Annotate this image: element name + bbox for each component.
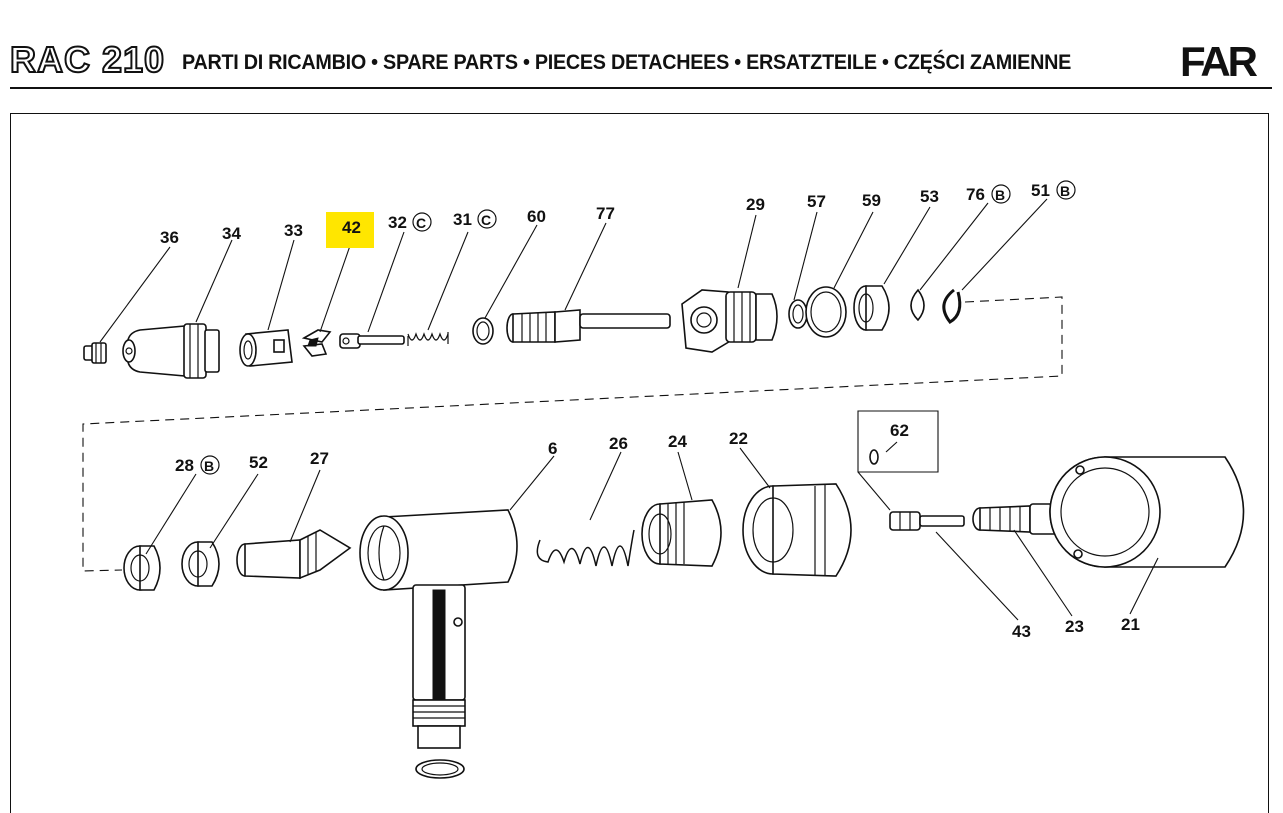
- callout-51-circle: [1056, 180, 1076, 200]
- callout-28-circle: [200, 455, 220, 475]
- part-60-o-ring: [472, 317, 494, 345]
- part-24-guide: [641, 499, 722, 567]
- callout-24: 24: [668, 432, 687, 451]
- part-29-cylinder-head: [681, 289, 778, 353]
- callout-53: 53: [920, 187, 939, 206]
- model-name: RAC 210: [9, 39, 166, 81]
- leader-lines: [99, 198, 1159, 621]
- part-57-o-ring: [788, 299, 808, 329]
- callout-6: 6: [548, 439, 557, 458]
- callout-42: 42: [342, 218, 361, 237]
- callout-51-mark: B: [1060, 183, 1070, 199]
- callout-32-mark: C: [416, 215, 426, 231]
- part-6-body: [359, 509, 518, 779]
- part-77-piston-rod: [506, 309, 671, 343]
- part-21-housing: [1049, 456, 1245, 568]
- callout-76-circle: [991, 184, 1011, 204]
- callout-21: 21: [1121, 615, 1140, 634]
- header-rule: [10, 87, 1272, 89]
- part-27-piston: [236, 529, 352, 580]
- page-header: RAC 210 PARTI DI RICAMBIO • SPARE PARTS …: [0, 0, 1283, 92]
- callout-28: 28: [175, 456, 194, 475]
- callout-59: 59: [862, 191, 881, 210]
- callout-62: 62: [890, 421, 909, 440]
- callout-76: 76: [966, 185, 985, 204]
- highlight-42: [326, 212, 374, 248]
- part-53-seal: [853, 285, 890, 331]
- callout-23: 23: [1065, 617, 1084, 636]
- callout-31-mark: C: [481, 212, 491, 228]
- part-33-jaw-case: [239, 329, 293, 367]
- callout-43: 43: [1012, 622, 1031, 641]
- callout-28-mark: B: [204, 458, 214, 474]
- callout-26: 26: [609, 434, 628, 453]
- part-59-o-ring: [805, 286, 847, 338]
- part-23-valve-stem: [972, 503, 1061, 535]
- part-28-seal: [123, 545, 161, 591]
- callout-34: 34: [222, 224, 241, 243]
- part-22-sleeve: [742, 483, 852, 577]
- part-52-seal: [181, 541, 220, 587]
- part-34-nozzle-body: [122, 323, 220, 379]
- callout-77: 77: [596, 204, 615, 223]
- diagram-frame: [10, 113, 1269, 813]
- part-42-jaws: [301, 329, 332, 357]
- part-76-circlip: [910, 288, 925, 322]
- part-51-circlip: [942, 288, 962, 324]
- callout-36: 36: [160, 228, 179, 247]
- callout-31-circle: [477, 209, 497, 229]
- part-36-nipple: [83, 342, 107, 364]
- part-43-valve: [889, 511, 965, 531]
- part-62-inset-box: [857, 410, 939, 511]
- part-32-pin: [339, 333, 405, 349]
- callout-51: 51: [1031, 181, 1050, 200]
- callout-22: 22: [729, 429, 748, 448]
- header-title: PARTI DI RICAMBIO • SPARE PARTS • PIECES…: [182, 50, 1072, 74]
- callout-27: 27: [310, 449, 329, 468]
- callout-57: 57: [807, 192, 826, 211]
- callout-31: 31: [453, 210, 472, 229]
- far-logo: FAR: [1180, 40, 1272, 84]
- callout-52: 52: [249, 453, 268, 472]
- logo-text: FAR: [1180, 38, 1258, 85]
- callout-60: 60: [527, 207, 546, 226]
- callout-33: 33: [284, 221, 303, 240]
- assembly-connection-line: [82, 296, 1063, 572]
- exploded-view-diagram: 36 34 33 42 32 C 31 C 60 77 29 57 59 53 …: [82, 180, 1245, 779]
- part-31-spring: [407, 332, 449, 346]
- callout-32: 32: [388, 213, 407, 232]
- callout-76-mark: B: [995, 187, 1005, 203]
- callout-32-circle: [412, 212, 432, 232]
- callout-29: 29: [746, 195, 765, 214]
- part-26-spring: [536, 529, 635, 567]
